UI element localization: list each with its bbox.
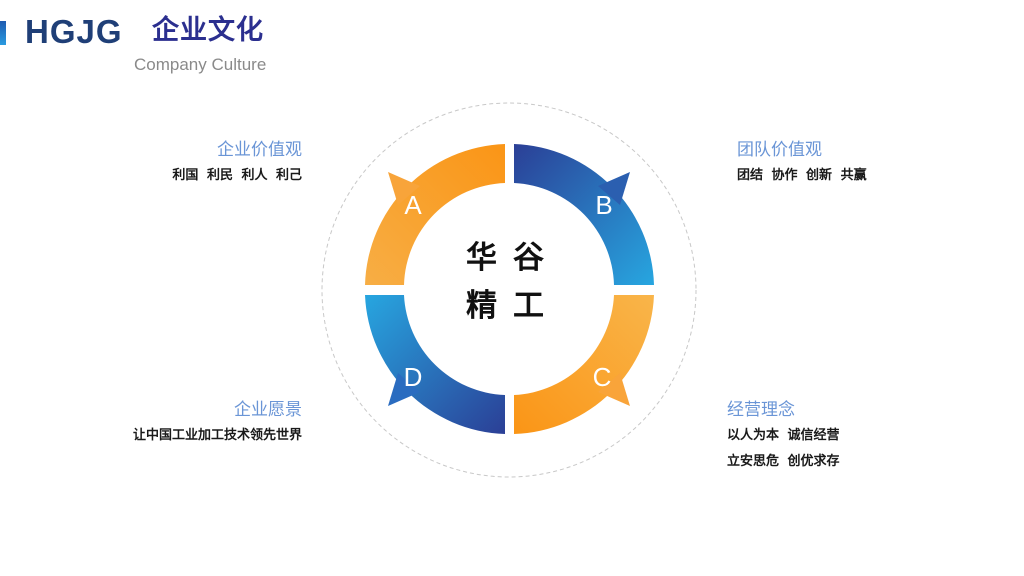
segment-d-letter: D <box>404 362 423 392</box>
segment-a <box>365 144 505 285</box>
segment-c <box>514 295 654 434</box>
center-line-2: 精工 <box>466 288 560 324</box>
block-text: 利国 利民 利人 利己 <box>172 168 302 183</box>
block-heading: 企业愿景 <box>234 400 302 420</box>
accent-bar <box>0 21 6 45</box>
company-logo: HGJG <box>25 13 123 50</box>
block-text: 以人为本 诚信经营 <box>727 428 840 443</box>
center-line-1: 华谷 <box>466 240 560 276</box>
center-brand-text: 华谷 精工 <box>466 234 562 330</box>
page-subtitle: Company Culture <box>134 55 267 74</box>
segment-a-letter: A <box>404 190 422 220</box>
block-heading: 团队价值观 <box>737 140 822 160</box>
block-text: 团结 协作 创新 共赢 <box>737 168 867 183</box>
block-heading: 经营理念 <box>727 400 795 420</box>
segment-c-letter: C <box>593 362 612 392</box>
segment-b-letter: B <box>595 190 612 220</box>
block-corporate-values: 企业价值观 利国 利民 利人 利己 <box>172 139 302 185</box>
page-title: 企业文化 <box>152 15 264 46</box>
block-text: 让中国工业加工技术领先世界 <box>132 428 302 443</box>
block-business-philosophy: 经营理念 以人为本 诚信经营 立安思危 创优求存 <box>727 399 840 471</box>
block-team-values: 团队价值观 团结 协作 创新 共赢 <box>737 139 867 185</box>
dashed-outer-circle <box>321 102 697 478</box>
segment-b <box>514 144 654 285</box>
block-corporate-vision: 企业愿景 让中国工业加工技术领先世界 <box>133 399 302 445</box>
block-text-2: 立安思危 创优求存 <box>727 454 840 469</box>
segment-d <box>365 295 505 434</box>
block-heading: 企业价值观 <box>217 140 302 160</box>
